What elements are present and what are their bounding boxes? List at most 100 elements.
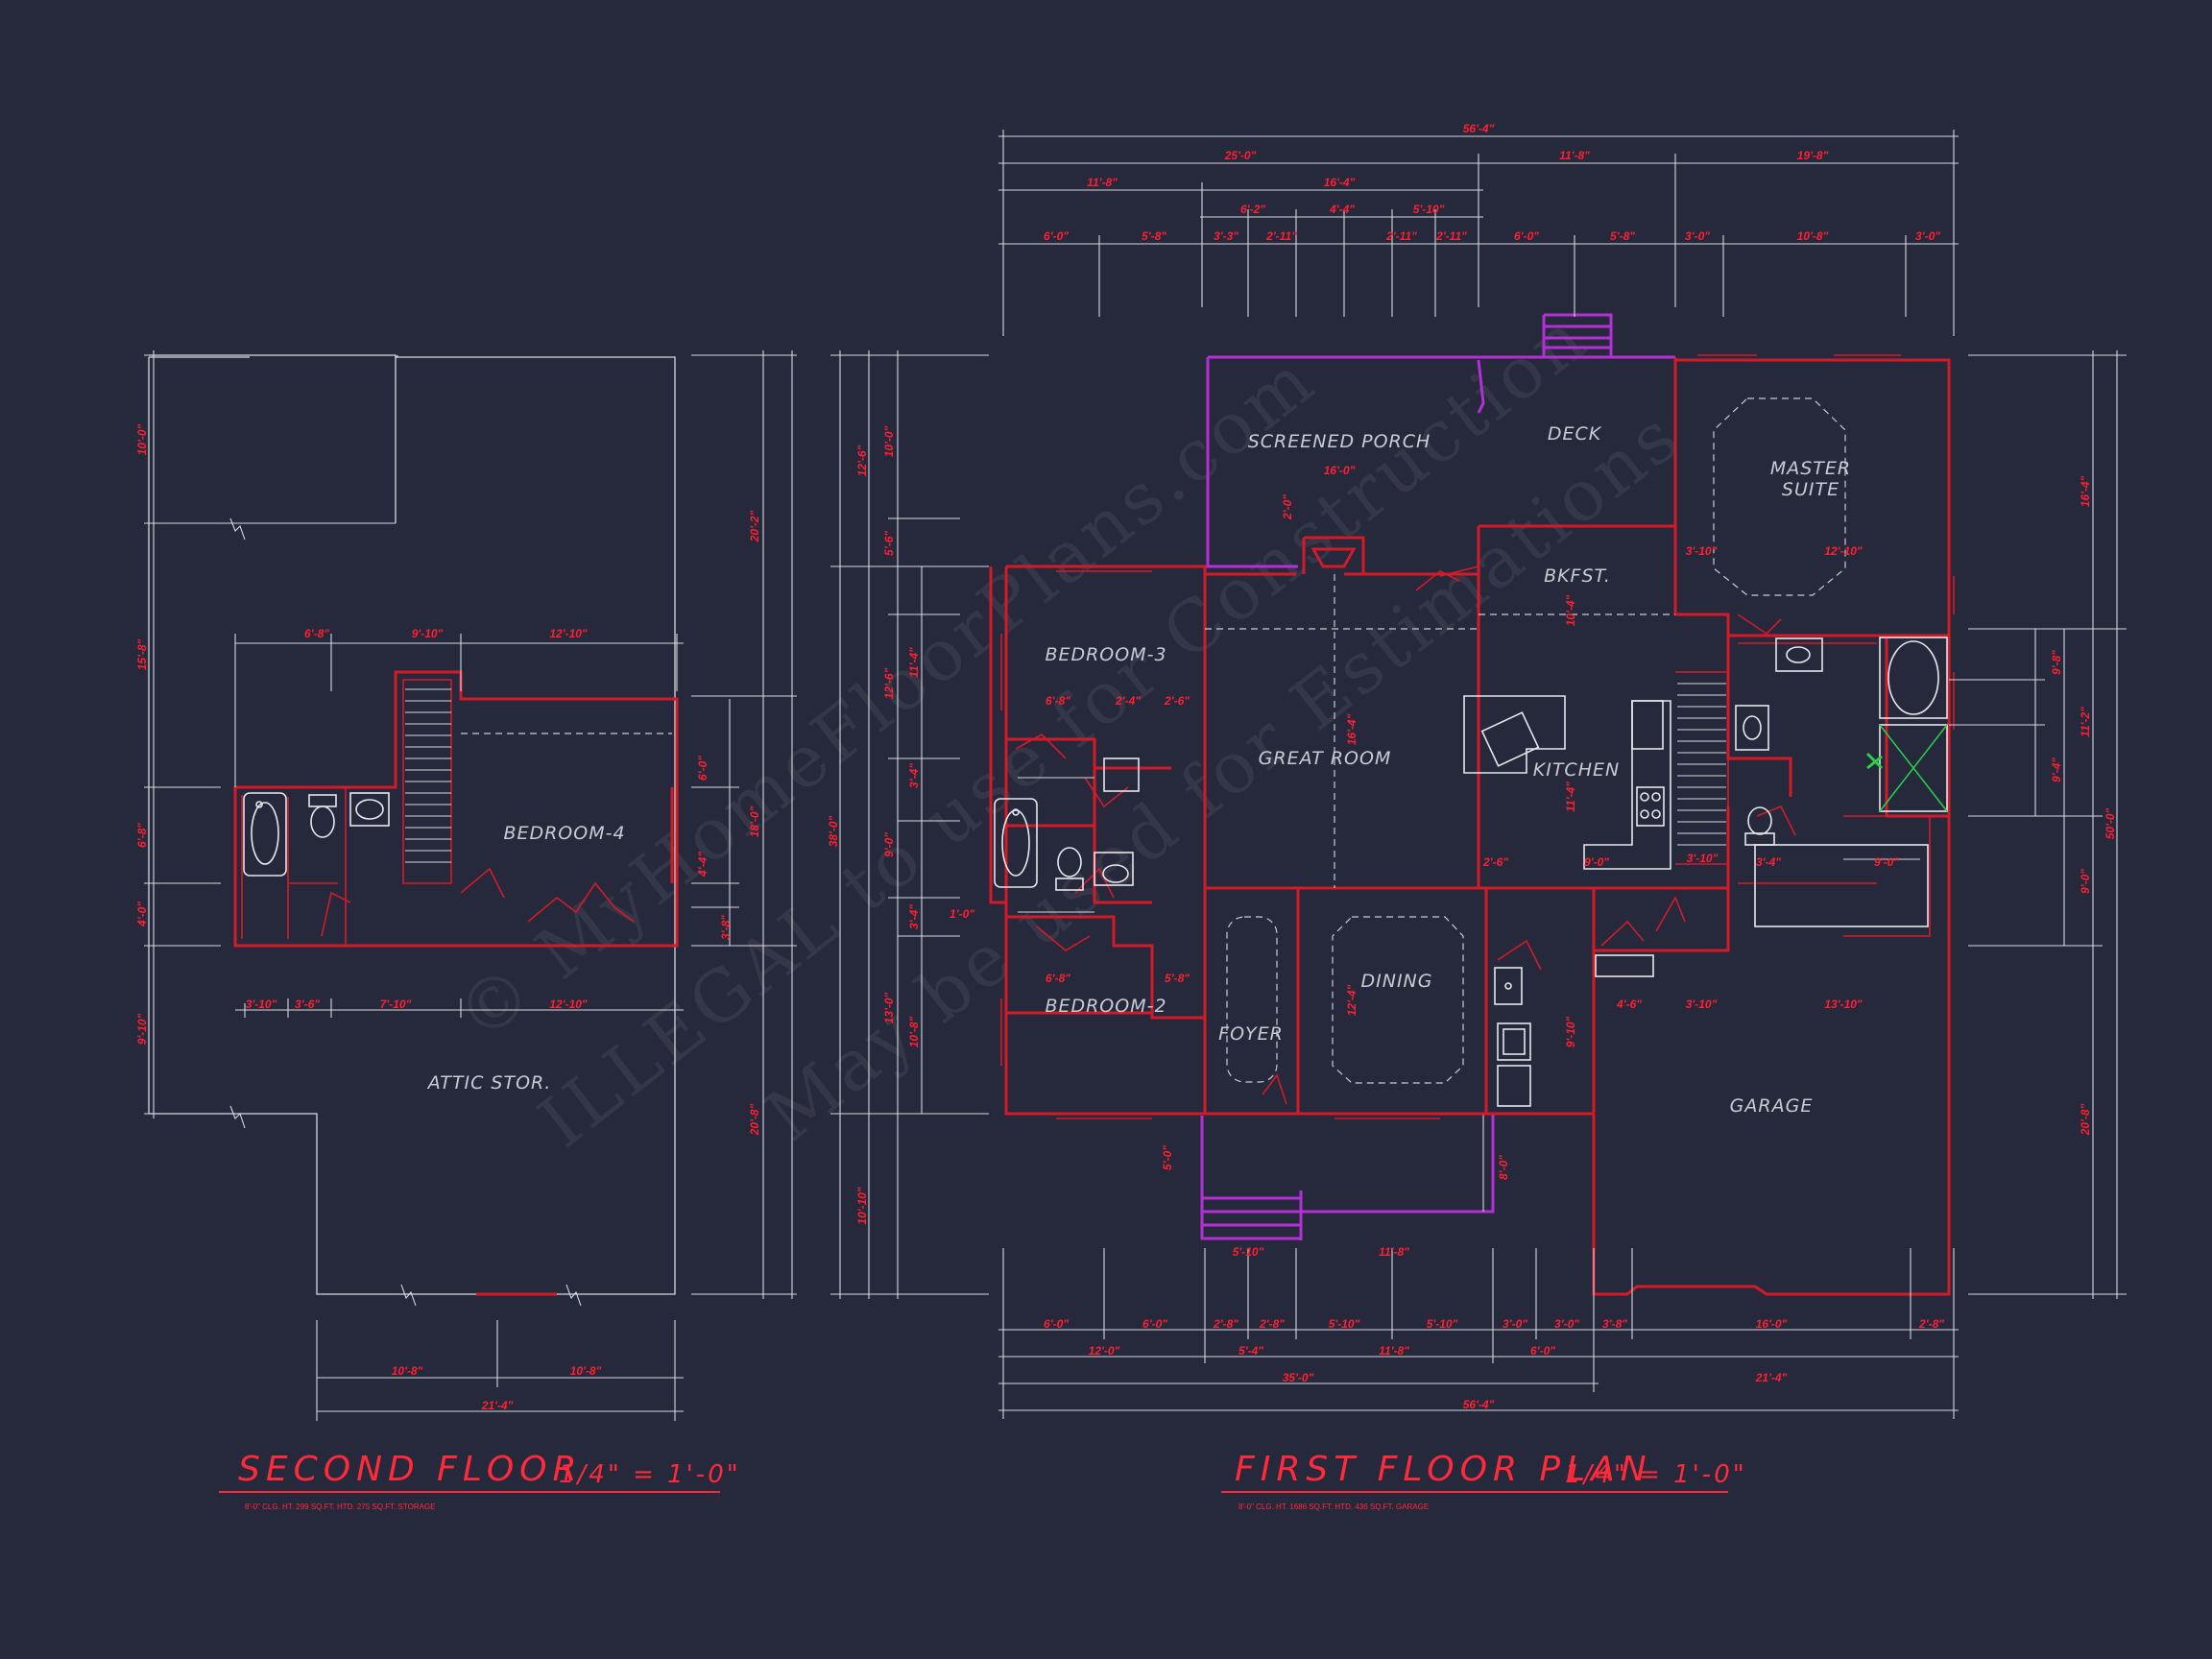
svg-text:10'-8": 10'-8" xyxy=(1797,229,1829,243)
svg-text:15'-8": 15'-8" xyxy=(135,638,149,670)
svg-text:16'-0": 16'-0" xyxy=(1324,464,1356,477)
svg-text:10'-4": 10'-4" xyxy=(1564,594,1577,626)
first-floor-subtitle: 8'-0" CLG. HT. 1686 SQ.FT. HTD. 436 SQ.F… xyxy=(1238,1503,1429,1511)
svg-text:12'-6": 12'-6" xyxy=(882,667,896,699)
svg-text:3'-4": 3'-4" xyxy=(907,904,921,929)
second-floor-dimensions xyxy=(144,350,797,1421)
room-label-screened-porch: SCREENED PORCH xyxy=(1248,431,1431,452)
room-label-attic: ATTIC STOR. xyxy=(426,1072,552,1094)
svg-text:9'-0": 9'-0" xyxy=(1584,855,1609,869)
kitchen-fixtures xyxy=(1463,695,1671,870)
closet-doors xyxy=(527,881,635,923)
toilet-tank-icon xyxy=(308,794,337,807)
svg-text:13'-10": 13'-10" xyxy=(1824,998,1863,1011)
second-floor-title: SECOND FLOOR xyxy=(238,1450,583,1489)
svg-text:6'-8": 6'-8" xyxy=(304,627,329,640)
svg-text:3'-10": 3'-10" xyxy=(1686,998,1718,1011)
svg-text:21'-4": 21'-4" xyxy=(1755,1371,1788,1384)
svg-text:50'-0": 50'-0" xyxy=(2104,807,2117,839)
svg-text:4'-0": 4'-0" xyxy=(135,902,149,927)
laundry-sink-icon xyxy=(1494,967,1523,1005)
break-mark-3 xyxy=(400,1284,417,1307)
master-sink-1-icon xyxy=(1786,646,1811,663)
break-mark-2 xyxy=(229,1105,246,1129)
svg-text:10'-8": 10'-8" xyxy=(570,1364,602,1378)
stairs xyxy=(405,688,451,863)
svg-text:6'-0": 6'-0" xyxy=(1514,229,1539,243)
bathtub-basin xyxy=(251,802,279,865)
svg-text:56'-4": 56'-4" xyxy=(1463,1398,1495,1411)
svg-text:6'-0": 6'-0" xyxy=(1044,229,1069,243)
svg-text:9'-10": 9'-10" xyxy=(1564,1016,1577,1047)
svg-text:12'-10": 12'-10" xyxy=(1824,544,1863,558)
svg-text:1'-0": 1'-0" xyxy=(950,907,974,921)
foyer-ceiling xyxy=(1226,916,1278,1083)
svg-text:8'-0": 8'-0" xyxy=(1497,1155,1510,1180)
garage-step xyxy=(1595,954,1654,977)
master-tray-ceiling xyxy=(1713,397,1846,596)
svg-text:20'-8": 20'-8" xyxy=(2079,1103,2092,1136)
svg-text:3'-0": 3'-0" xyxy=(1554,1317,1579,1331)
svg-text:10'-8": 10'-8" xyxy=(392,1364,423,1378)
svg-text:6'-0": 6'-0" xyxy=(1530,1344,1555,1358)
svg-text:3'-10": 3'-10" xyxy=(1686,544,1718,558)
room-label-great-room: GREAT ROOM xyxy=(1259,748,1392,769)
svg-text:16'-4": 16'-4" xyxy=(2079,475,2092,507)
second-floor-scale: 1/4" = 1'-0" xyxy=(559,1460,741,1489)
hall-toilet-icon xyxy=(1057,847,1082,878)
svg-text:19'-8": 19'-8" xyxy=(1797,149,1829,162)
kitchen-island-icon xyxy=(1463,695,1566,774)
master-tub-surround xyxy=(1879,637,1948,719)
svg-text:6'-8": 6'-8" xyxy=(1046,694,1070,708)
svg-text:11'-8": 11'-8" xyxy=(1379,1245,1409,1259)
second-floor-plan: BEDROOM-4 ATTIC STOR. 6'-8" 9' xyxy=(135,350,797,1511)
svg-text:11'-8": 11'-8" xyxy=(1379,1344,1409,1358)
svg-text:12'-10": 12'-10" xyxy=(549,627,588,640)
svg-text:9'-4": 9'-4" xyxy=(2050,757,2063,782)
master-bath-walls xyxy=(1738,642,1931,937)
svg-text:5'-8": 5'-8" xyxy=(1610,229,1635,243)
svg-text:4'-4": 4'-4" xyxy=(1329,203,1355,216)
svg-text:9'-0": 9'-0" xyxy=(1874,855,1899,869)
svg-text:16'-4": 16'-4" xyxy=(1345,713,1358,745)
master-closet-rod xyxy=(1754,844,1929,927)
dryer-icon xyxy=(1497,1065,1531,1107)
first-floor-scale: 1/4" = 1'-0" xyxy=(1565,1460,1747,1489)
kitchen-sink-icon xyxy=(1480,711,1540,767)
room-label-garage: GARAGE xyxy=(1730,1095,1814,1117)
svg-text:21'-4": 21'-4" xyxy=(481,1399,514,1412)
svg-text:2'-11": 2'-11" xyxy=(1435,229,1467,243)
svg-text:2'-4": 2'-4" xyxy=(1115,694,1141,708)
svg-text:11'-8": 11'-8" xyxy=(1559,149,1590,162)
hall-bath-fixtures xyxy=(994,757,1140,913)
svg-text:3'-4": 3'-4" xyxy=(1756,855,1781,869)
svg-text:12'-10": 12'-10" xyxy=(549,998,588,1011)
room-label-bkfst: BKFST. xyxy=(1544,565,1611,587)
windows xyxy=(1000,354,1955,1119)
svg-text:3'-0": 3'-0" xyxy=(1503,1317,1527,1331)
svg-text:20'-8": 20'-8" xyxy=(748,1103,761,1136)
svg-text:11'-4": 11'-4" xyxy=(907,647,921,678)
master-toilet-icon xyxy=(1747,806,1772,835)
svg-text:6'-0": 6'-0" xyxy=(1142,1317,1167,1331)
svg-text:4'-4": 4'-4" xyxy=(696,852,709,878)
svg-text:9'-0": 9'-0" xyxy=(882,832,896,857)
svg-text:2'-8": 2'-8" xyxy=(1918,1317,1944,1331)
svg-text:2'-8": 2'-8" xyxy=(1259,1317,1285,1331)
svg-text:9'-8": 9'-8" xyxy=(2050,650,2063,675)
toilet-icon xyxy=(310,805,335,838)
svg-text:2'-8": 2'-8" xyxy=(1213,1317,1238,1331)
bedroom4-door xyxy=(460,867,505,899)
svg-text:2'-6": 2'-6" xyxy=(1164,694,1190,708)
svg-text:6'-8": 6'-8" xyxy=(135,823,149,848)
refrigerator-icon xyxy=(1631,700,1664,750)
hall-bathtub-icon xyxy=(994,798,1038,888)
svg-text:10'-0": 10'-0" xyxy=(135,423,149,455)
svg-text:2'-11": 2'-11" xyxy=(1385,229,1417,243)
linen-closet xyxy=(1103,757,1140,792)
hall-toilet-tank xyxy=(1055,878,1084,891)
hall-sink-counter xyxy=(1094,852,1134,886)
svg-text:6'-0": 6'-0" xyxy=(696,756,709,781)
svg-text:6'-0": 6'-0" xyxy=(1044,1317,1069,1331)
svg-text:56'-4": 56'-4" xyxy=(1463,122,1495,135)
